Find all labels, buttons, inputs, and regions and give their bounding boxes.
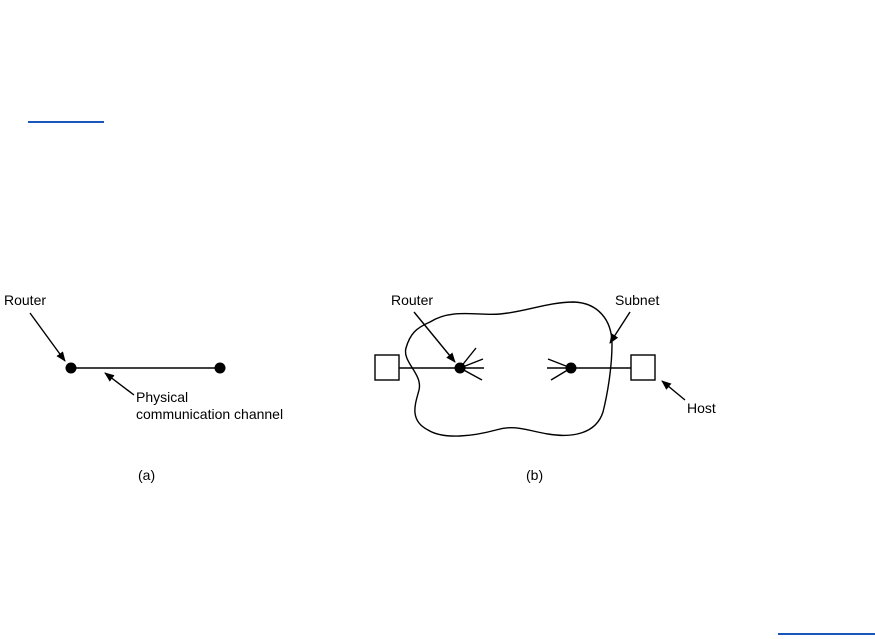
host-label: Host: [687, 400, 716, 416]
subnet-label: Subnet: [615, 292, 659, 308]
subnet-arrow: [610, 312, 630, 343]
host-arrow: [662, 381, 685, 400]
router-node-b-left: [455, 363, 466, 374]
host-box-right: [631, 355, 655, 380]
channel-arrow: [105, 373, 134, 395]
router-node-a-right: [215, 363, 226, 374]
panel-b: Router Subnet Host (b): [375, 292, 716, 483]
router-label-a: Router: [4, 292, 46, 308]
panel-a: Router Physical communication channel (a…: [4, 292, 283, 483]
host-box-left: [375, 355, 399, 380]
router-node-a-left: [66, 363, 77, 374]
subnet-cloud: [405, 302, 612, 436]
router-label-b: Router: [391, 292, 433, 308]
router-node-b-right: [566, 363, 577, 374]
channel-label-line1: Physical: [136, 389, 188, 405]
caption-b: (b): [526, 467, 543, 483]
channel-label-line2: communication channel: [136, 406, 283, 422]
router-arrow-a: [30, 313, 65, 361]
caption-a: (a): [138, 467, 155, 483]
